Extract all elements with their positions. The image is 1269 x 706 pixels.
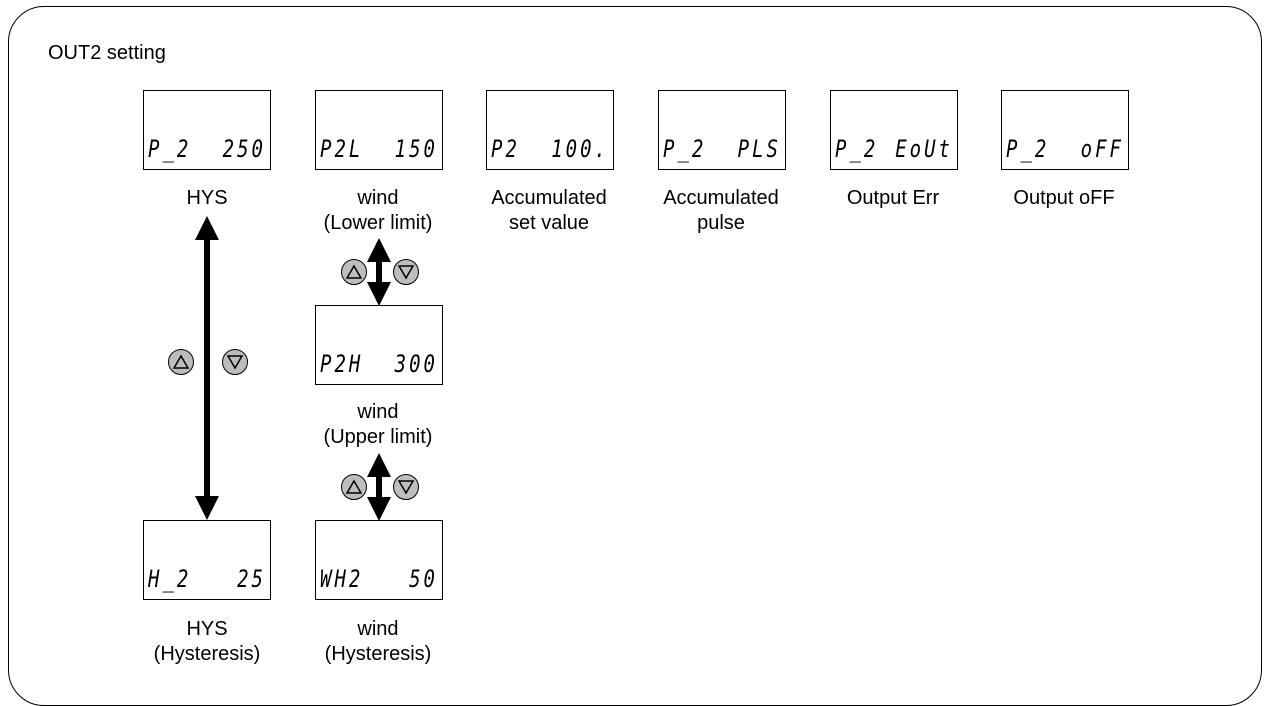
lcd-right-text: 300 xyxy=(394,350,438,379)
lcd-right-text: 250 xyxy=(222,135,266,164)
caption-line1: Output oFF xyxy=(1013,187,1115,209)
lcd-display-output-err: P_2 EoUt xyxy=(830,90,958,170)
caption-line1: wind xyxy=(357,618,399,640)
lcd-right-text: EoUt xyxy=(895,135,953,164)
lcd-right-text: 100. xyxy=(551,135,609,164)
lcd-display-accumulated-set: P2 100. xyxy=(486,90,614,170)
lcd-left-text: P_2 xyxy=(1006,135,1050,164)
lcd-left-text: WH2 xyxy=(320,565,364,594)
caption-line2: (Upper limit) xyxy=(323,426,433,448)
lcd-left-text: P_2 xyxy=(148,135,192,164)
up-button-icon xyxy=(341,474,367,500)
lcd-right-text: PLS xyxy=(737,135,781,164)
caption-line1: Accumulated xyxy=(663,187,779,209)
caption-line1: Output Err xyxy=(846,187,940,209)
lcd-right-text: oFF xyxy=(1080,135,1124,164)
up-button-icon xyxy=(168,349,194,375)
lcd-display-wind-hysteresis: WH2 50 xyxy=(315,520,443,600)
caption-hys-hysteresis: HYS (Hysteresis) xyxy=(132,617,282,667)
caption-wind-upper: wind (Upper limit) xyxy=(303,400,453,450)
down-button-icon xyxy=(222,349,248,375)
caption-wind-hysteresis: wind (Hysteresis) xyxy=(303,617,453,667)
caption-line2: (Hysteresis) xyxy=(324,643,432,665)
lcd-display-hys-hysteresis: H_2 25 xyxy=(143,520,271,600)
lcd-right-text: 50 xyxy=(409,565,438,594)
caption-line1: HYS xyxy=(186,187,228,209)
caption-line2: (Lower limit) xyxy=(323,212,433,234)
caption-output-off: Output oFF xyxy=(989,186,1139,211)
caption-accumulated-set: Accumulated set value xyxy=(474,186,624,236)
lcd-left-text: P2 xyxy=(491,135,520,164)
lcd-display-wind-lower: P2L 150 xyxy=(315,90,443,170)
lcd-right-text: 150 xyxy=(394,135,438,164)
caption-hys: HYS xyxy=(132,186,282,211)
lcd-left-text: P2H xyxy=(320,350,364,379)
lcd-display-hys: P_2 250 xyxy=(143,90,271,170)
caption-line2: pulse xyxy=(697,212,745,234)
diagram-title: OUT2 setting xyxy=(48,42,166,64)
caption-line1: wind xyxy=(357,401,399,423)
caption-accumulated-pulse: Accumulated pulse xyxy=(646,186,796,236)
caption-line1: Accumulated xyxy=(491,187,607,209)
lcd-left-text: H_2 xyxy=(148,565,192,594)
up-button-icon xyxy=(341,259,367,285)
down-button-icon xyxy=(393,474,419,500)
caption-line1: HYS xyxy=(186,618,228,640)
down-button-icon xyxy=(393,259,419,285)
caption-line2: set value xyxy=(508,212,590,234)
caption-wind-lower: wind (Lower limit) xyxy=(303,186,453,236)
lcd-display-output-off: P_2 oFF xyxy=(1001,90,1129,170)
caption-line2: (Hysteresis) xyxy=(153,643,261,665)
lcd-display-accumulated-pulse: P_2 PLS xyxy=(658,90,786,170)
navigation-arrows xyxy=(195,216,391,521)
lcd-right-text: 25 xyxy=(237,565,266,594)
caption-output-err: Output Err xyxy=(818,186,968,211)
lcd-left-text: P_2 xyxy=(835,135,879,164)
lcd-left-text: P2L xyxy=(320,135,364,164)
caption-line1: wind xyxy=(357,187,399,209)
lcd-display-wind-upper: P2H 300 xyxy=(315,305,443,385)
lcd-left-text: P_2 xyxy=(663,135,707,164)
